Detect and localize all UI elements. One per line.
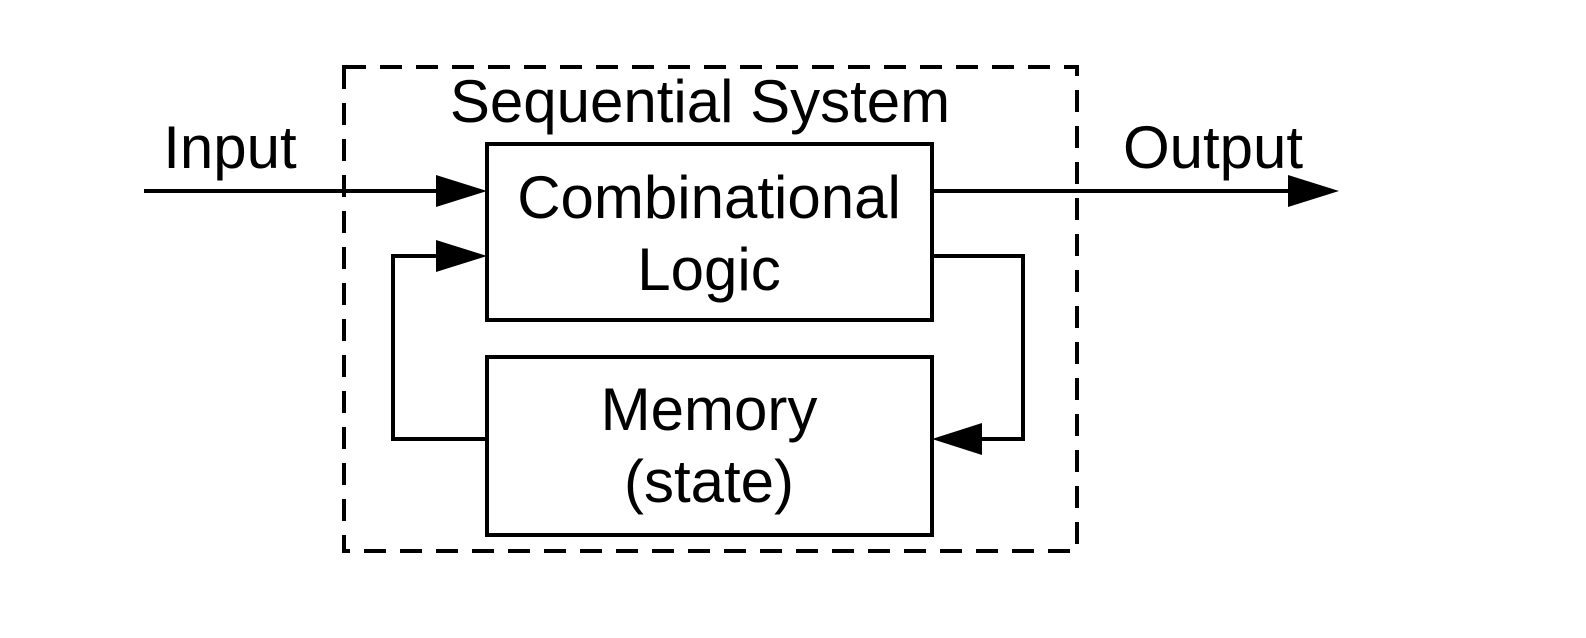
logic-to-memory-connector (932, 254, 1025, 441)
output-label: Output (1123, 114, 1303, 181)
memory-label-line2: (state) (624, 448, 794, 515)
sequential-system-label: Sequential System (450, 68, 950, 135)
combinational-logic-label-line2: Logic (637, 236, 780, 303)
input-label: Input (163, 114, 297, 181)
input-arrow-head (436, 175, 487, 207)
memory-block (485, 355, 934, 537)
memory-to-logic-arrow-head (436, 240, 487, 272)
combinational-logic-label-line1: Combinational (517, 164, 901, 231)
output-arrow-head (1288, 175, 1339, 207)
memory-label-line1: Memory (601, 376, 818, 443)
memory-to-logic-connector (391, 254, 487, 441)
logic-to-memory-arrow-head (932, 423, 982, 455)
sequential-system-boundary (342, 65, 1079, 553)
combinational-logic-block (485, 142, 934, 322)
